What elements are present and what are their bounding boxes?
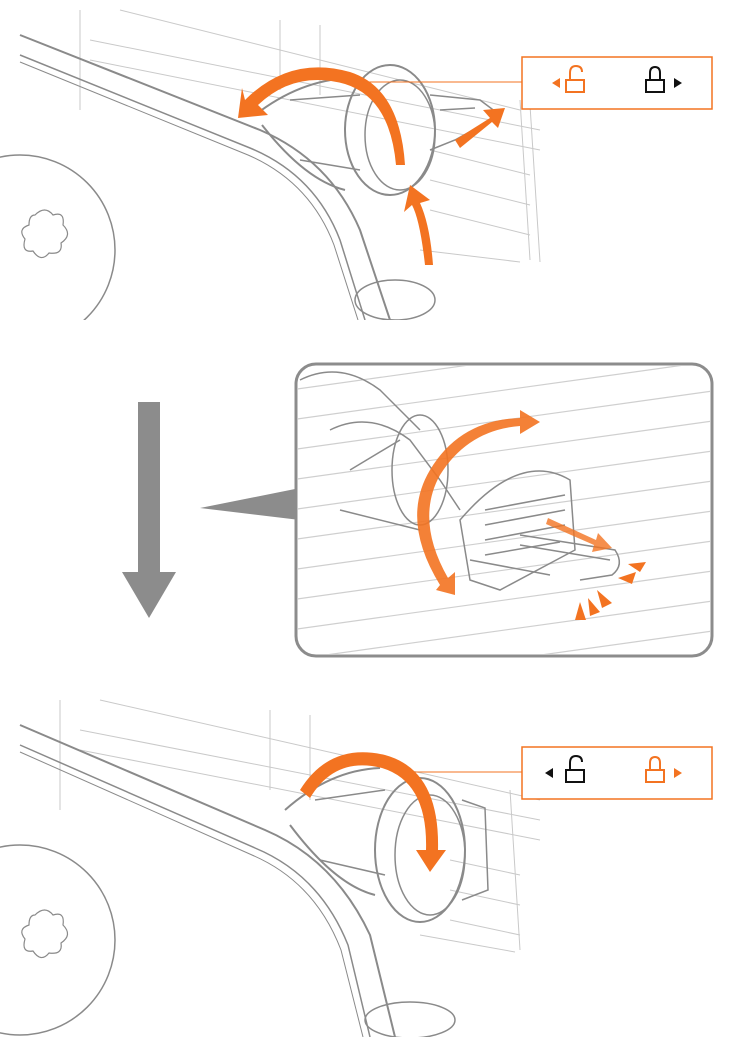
click-burst-4 bbox=[618, 572, 636, 584]
vent-grille bbox=[79, 9, 541, 263]
right-triangle-icon bbox=[674, 78, 682, 88]
step-1-illustration bbox=[0, 9, 713, 320]
left-triangle-icon bbox=[545, 768, 553, 778]
click-burst-1 bbox=[575, 602, 586, 620]
vent-grille bbox=[59, 699, 541, 953]
step-3-panel bbox=[0, 690, 737, 1037]
step-3-illustration bbox=[0, 699, 713, 1037]
flow-down-arrow bbox=[122, 402, 176, 618]
rotate-arrow-top bbox=[238, 67, 405, 165]
detail-content bbox=[298, 366, 710, 654]
clip-slide-arrow bbox=[546, 518, 612, 552]
lock-indicator-box-3 bbox=[521, 746, 713, 800]
lock-closed-icon bbox=[645, 755, 665, 783]
lock-open-icon bbox=[565, 64, 585, 93]
mount-knob bbox=[284, 767, 489, 1037]
step-1-panel bbox=[0, 0, 737, 320]
click-burst-2 bbox=[588, 598, 600, 616]
rotate-arrow-base bbox=[404, 185, 433, 265]
left-triangle-icon bbox=[552, 78, 560, 88]
step-2-illustration bbox=[122, 362, 714, 658]
push-arrow-clip bbox=[455, 108, 505, 148]
right-triangle-icon bbox=[674, 768, 682, 778]
step-2-panel bbox=[0, 320, 737, 690]
rotate-arrow-knob bbox=[417, 410, 540, 595]
click-burst-5 bbox=[628, 562, 646, 572]
step-3-arrows bbox=[300, 752, 446, 872]
phone-body bbox=[0, 724, 396, 1037]
lock-closed-icon bbox=[645, 65, 665, 93]
step-2-arrows bbox=[417, 410, 646, 620]
lock-open-icon bbox=[565, 754, 585, 783]
lock-indicator-box-1 bbox=[521, 56, 713, 110]
step-1-arrows bbox=[238, 67, 505, 265]
click-burst-3 bbox=[597, 590, 612, 608]
callout-pointer bbox=[200, 488, 300, 520]
rotate-arrow-clockwise bbox=[300, 752, 446, 872]
